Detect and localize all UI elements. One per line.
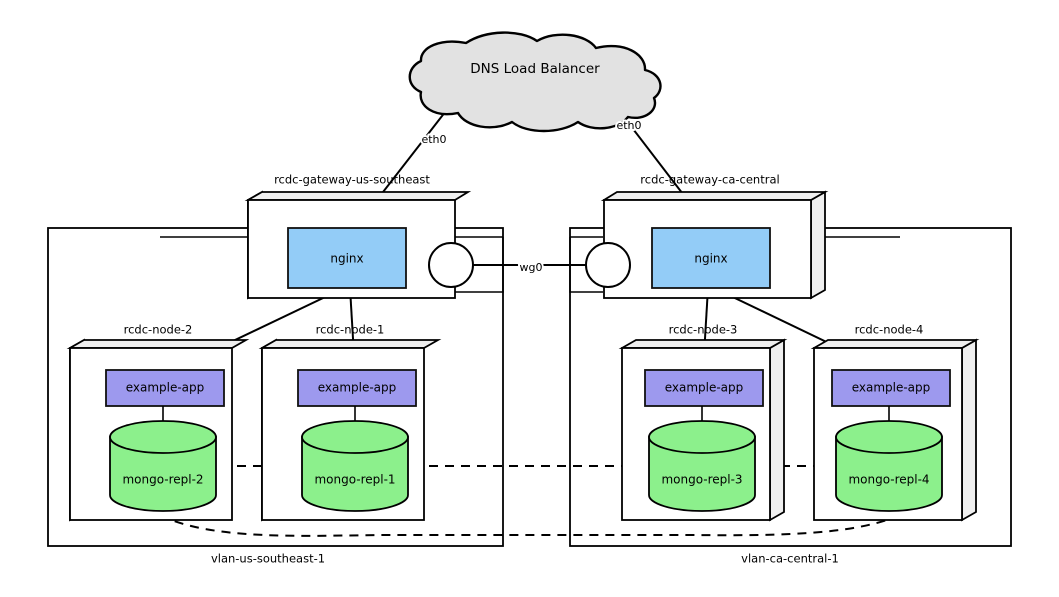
edge-gw-right-stub-west	[569, 237, 603, 293]
node-1-label: rcdc-node-1	[316, 323, 385, 337]
node-4-label: rcdc-node-4	[855, 323, 924, 337]
node-2-top-face	[66, 339, 250, 349]
node-1-app-box[interactable]	[297, 369, 417, 407]
node-4-db-cylinder-body[interactable]	[835, 436, 943, 512]
gateway-left-nginx-box[interactable]	[287, 227, 407, 289]
wg0-label: wg0	[520, 261, 543, 274]
node-2-db-cylinder-top	[109, 420, 217, 454]
cloud-shape	[408, 31, 662, 133]
node-rcdc-node-2[interactable]: rcdc-node-2 example-app mongo-repl-2	[66, 323, 250, 522]
node-2-label: rcdc-node-2	[124, 323, 193, 337]
node-3-db-cylinder-top	[648, 420, 756, 454]
gateway-left-wg-interface[interactable]	[428, 242, 474, 288]
node-3-app-label: example-app	[665, 381, 744, 395]
node-3-top-face	[618, 339, 788, 349]
node-3-db-cylinder-body[interactable]	[648, 436, 756, 512]
eth0-left-label: eth0	[421, 133, 446, 146]
node-3-side-face	[769, 338, 785, 522]
node-3-db-label: mongo-repl-3	[661, 473, 742, 487]
gateway-left-label: rcdc-gateway-us-southeast	[274, 173, 430, 187]
gateway-right[interactable]: rcdc-gateway-ca-central nginx	[600, 173, 829, 300]
gateway-right-wg-interface[interactable]	[585, 242, 631, 288]
node-4-app-label: example-app	[852, 381, 931, 395]
edge-gw-left-stub-east	[455, 237, 504, 293]
node-1-db-cylinder-body[interactable]	[301, 436, 409, 512]
node-rcdc-node-3[interactable]: rcdc-node-3 example-app mongo-repl-3	[618, 323, 788, 522]
node-4-side-face	[961, 338, 977, 522]
edge-mongo-replication-lower	[159, 512, 906, 537]
node-4-top-face	[810, 339, 980, 349]
node-4-app-box[interactable]	[831, 369, 951, 407]
vlan-left-label: vlan-us-southeast-1	[211, 552, 325, 566]
node-1-app-label: example-app	[318, 381, 397, 395]
node-rcdc-node-1[interactable]: rcdc-node-1 example-app mongo-repl-1	[258, 323, 442, 522]
node-1-db-cylinder-top	[301, 420, 409, 454]
node-2-db-label: mongo-repl-2	[122, 473, 203, 487]
gateway-left-top-face	[244, 191, 472, 201]
node-4-db-cylinder-top	[835, 420, 943, 454]
cloud-label: DNS Load Balancer	[470, 61, 600, 77]
eth0-right-label: eth0	[616, 119, 641, 132]
gateway-right-label: rcdc-gateway-ca-central	[640, 173, 779, 187]
node-2-app-label: example-app	[126, 381, 205, 395]
gateway-right-nginx-box[interactable]	[651, 227, 771, 289]
node-4-db-label: mongo-repl-4	[848, 473, 929, 487]
vlan-right-label: vlan-ca-central-1	[741, 552, 839, 566]
node-2-app-box[interactable]	[105, 369, 225, 407]
gateway-right-nginx-label: nginx	[694, 252, 727, 266]
dns-load-balancer-cloud[interactable]: DNS Load Balancer	[408, 31, 662, 133]
node-1-db-label: mongo-repl-1	[314, 473, 395, 487]
node-3-app-box[interactable]	[644, 369, 764, 407]
gateway-right-side-face	[810, 190, 826, 300]
node-1-top-face	[258, 339, 442, 349]
gateway-left[interactable]: rcdc-gateway-us-southeast nginx	[244, 173, 472, 300]
node-2-db-cylinder-body[interactable]	[109, 436, 217, 512]
gateway-right-top-face	[600, 191, 829, 201]
node-rcdc-node-4[interactable]: rcdc-node-4 example-app mongo-repl-4	[810, 323, 980, 522]
node-3-label: rcdc-node-3	[669, 323, 738, 337]
gateway-left-nginx-label: nginx	[330, 252, 363, 266]
